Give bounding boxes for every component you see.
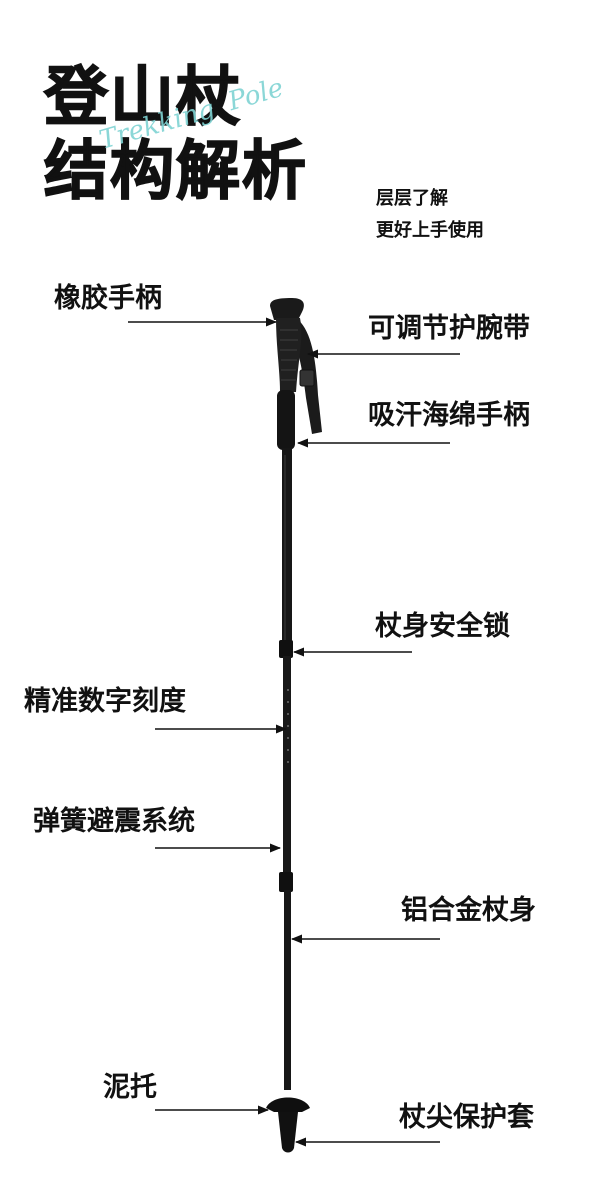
label-aluminum-body: 铝合金杖身 (401, 895, 536, 926)
subtitle-line-2: 更好上手使用 (376, 220, 484, 241)
mud-basket-shape (266, 1097, 310, 1112)
foam-grip-shape (277, 390, 295, 450)
label-rubber-grip: 橡胶手柄 (54, 283, 162, 314)
grip-cap (270, 298, 304, 320)
upper-shaft (282, 448, 292, 644)
lower-shaft (284, 890, 291, 1090)
page-title-line-2: 结构解析 (43, 135, 308, 209)
label-wrist-strap: 可调节护腕带 (368, 313, 530, 344)
tip-cover-shape (278, 1112, 298, 1153)
label-tip-cover: 杖尖保护套 (399, 1102, 534, 1133)
page-title-line-1: 登山杖 (43, 61, 242, 135)
trekking-pole-illustration (266, 298, 322, 1153)
lock-2 (279, 872, 293, 892)
strap-buckle (299, 369, 315, 387)
label-scale: 精准数字刻度 (24, 686, 186, 717)
subtitle-line-1: 层层了解 (376, 188, 448, 209)
lock-1 (279, 640, 293, 658)
label-foam-grip: 吸汗海绵手柄 (368, 400, 530, 431)
middle-shaft (283, 656, 291, 874)
leader-lines (128, 317, 460, 1147)
label-mud-basket: 泥托 (103, 1072, 157, 1103)
label-safety-lock: 杖身安全锁 (375, 611, 510, 642)
rubber-grip-shape (276, 318, 302, 392)
label-shock-system: 弹簧避震系统 (33, 806, 195, 837)
